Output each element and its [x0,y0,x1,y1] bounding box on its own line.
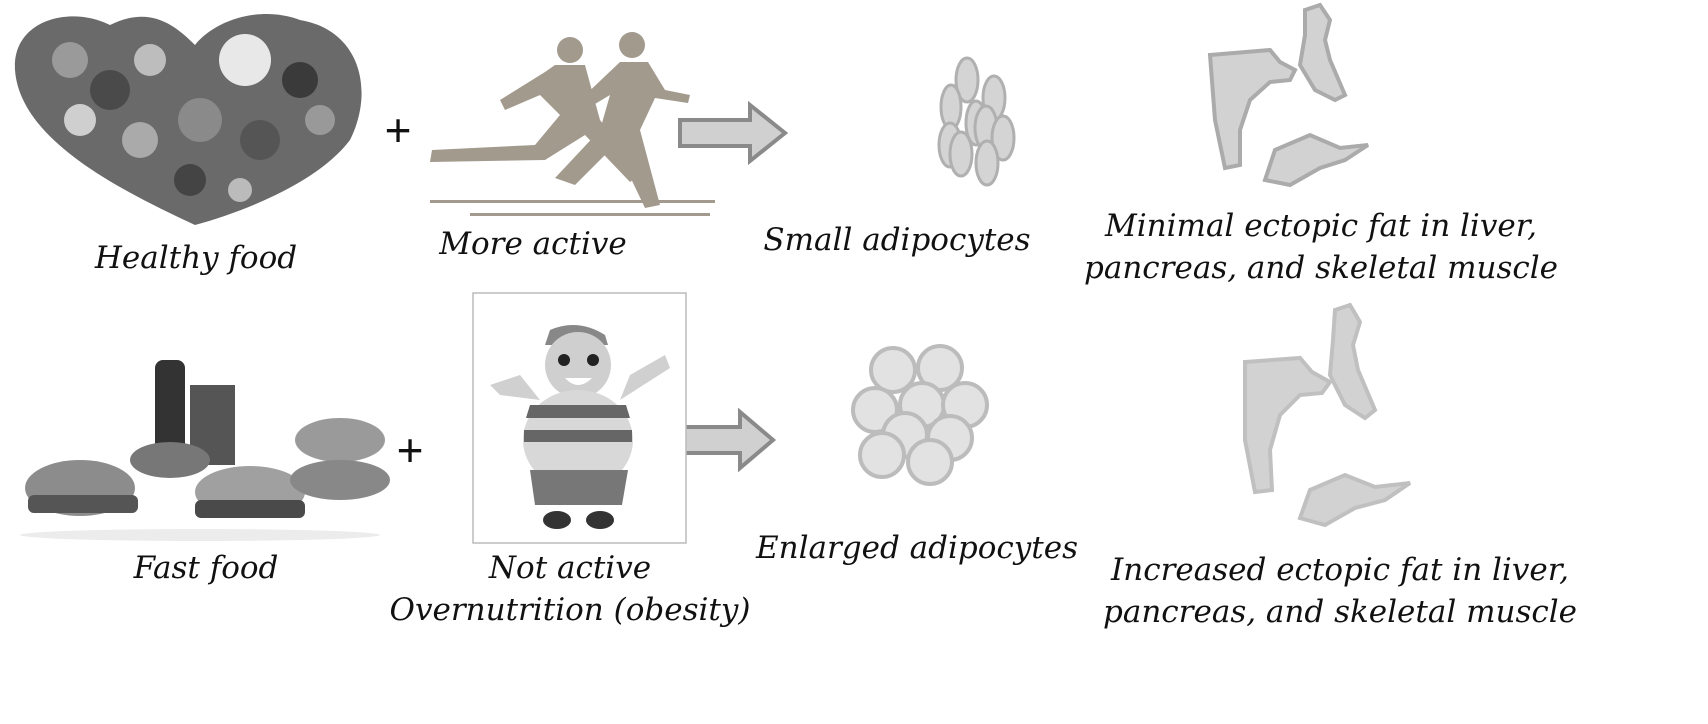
fast-food-label: Fast food [133,550,279,586]
runners-image [430,32,715,216]
overnutrition-label: Overnutrition (obesity) [389,592,751,628]
small-adipocytes-label: Small adipocytes [763,222,1031,258]
more-active-label: More active [439,226,627,262]
healthy-food-label: Healthy food [94,240,298,276]
not-active-label: Not active [488,550,652,586]
minimal-ectopic-fat-label-line1: Minimal ectopic fat in liver, [1105,208,1537,244]
fast-food-image [20,360,390,541]
enlarged-adipocytes-icon [851,344,989,486]
increased-ectopic-fat-label-line1: Increased ectopic fat in liver, [1111,552,1569,588]
minimal-ectopic-fat-label-line2: pancreas, and skeletal muscle [1084,250,1558,286]
small-adipocytes-icon [937,56,1016,187]
increased-ectopic-fat-label-line2: pancreas, and skeletal muscle [1103,594,1577,630]
arrow-right-icon [671,407,777,473]
arrow-right-icon [678,100,789,166]
obese-child-image [472,292,687,544]
enlarged-adipocytes-label: Enlarged adipocytes [755,530,1079,566]
plus-sign: + [396,424,424,476]
organs-liver-pancreas-muscle-icon [1207,2,1370,188]
plus-sign: + [384,104,412,156]
healthy-food-heart-image [14,14,362,225]
organs-liver-pancreas-muscle-icon [1243,302,1412,528]
